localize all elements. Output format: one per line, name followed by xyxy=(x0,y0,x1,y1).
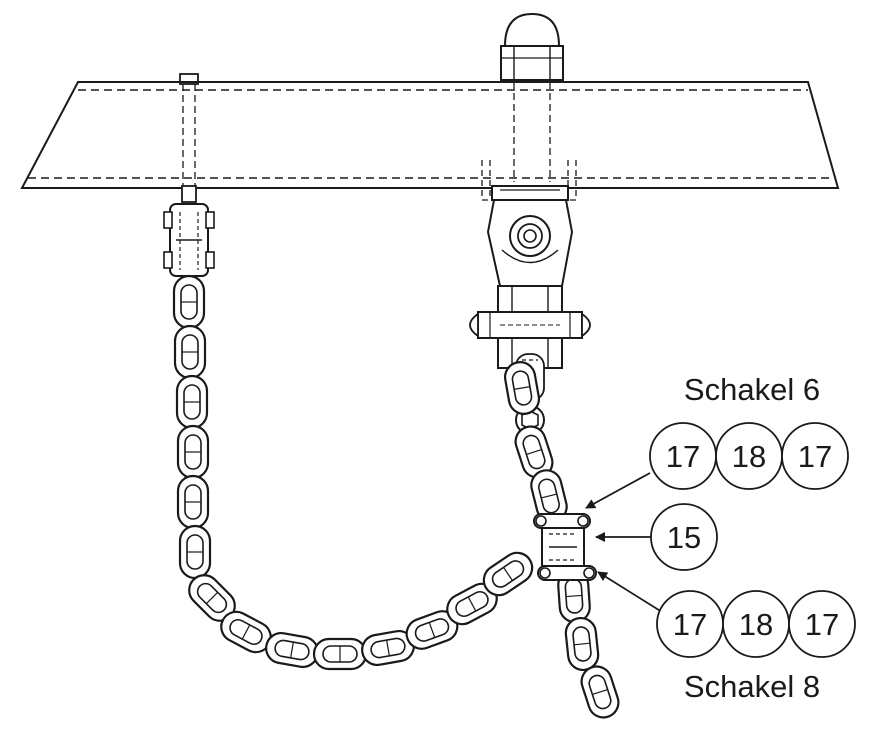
callout-group-top: 17 18 17 xyxy=(649,422,849,490)
swivel-fitting xyxy=(469,185,591,369)
left-shackle xyxy=(163,185,215,277)
connecting-shackle xyxy=(533,513,597,581)
deck-plate xyxy=(20,81,840,189)
callout-bottom-3: 17 xyxy=(805,607,839,642)
callout-top-3: 17 xyxy=(798,439,832,474)
left-bolt xyxy=(179,73,199,190)
callout-top-1: 17 xyxy=(666,439,700,474)
arrow-bottom xyxy=(597,571,663,613)
right-chain-upper xyxy=(501,358,571,526)
callout-middle: 15 xyxy=(667,520,701,555)
caption-schakel-8: Schakel 8 xyxy=(684,669,820,704)
leader-lines xyxy=(585,472,663,613)
callout-top-2: 18 xyxy=(732,439,766,474)
callout-bottom-1: 17 xyxy=(673,607,707,642)
callout-group-middle: 15 xyxy=(650,503,718,571)
arrow-top xyxy=(585,472,651,509)
caption-schakel-6: Schakel 6 xyxy=(684,372,820,407)
callout-bottom-2: 18 xyxy=(739,607,773,642)
callout-group-bottom: 17 18 17 xyxy=(656,590,856,658)
acorn-nut xyxy=(500,12,564,182)
right-chain-lower xyxy=(556,567,624,723)
